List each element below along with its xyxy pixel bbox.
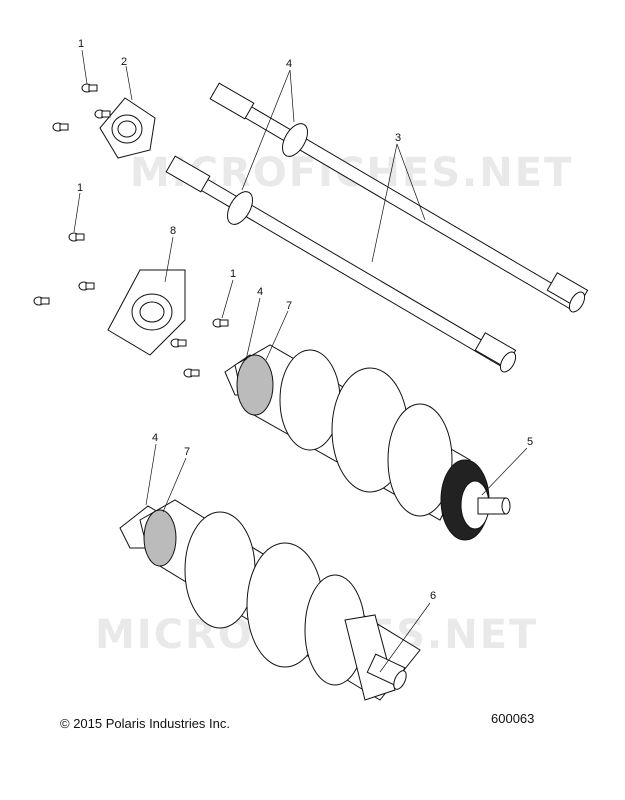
callout-7-top: 7 bbox=[286, 300, 293, 312]
leader-lines bbox=[73, 49, 528, 673]
callout-2: 2 bbox=[121, 56, 128, 68]
bolts-1-right bbox=[170, 318, 229, 378]
callout-7-bottom: 7 bbox=[184, 446, 191, 458]
flange-plate-8 bbox=[107, 269, 186, 356]
callout-4-bottom: 4 bbox=[152, 432, 159, 444]
callout-4-middle: 4 bbox=[257, 286, 264, 298]
diagram-number: 600063 bbox=[491, 711, 535, 726]
callout-1-middle: 1 bbox=[77, 182, 84, 194]
callout-1-right: 1 bbox=[230, 268, 237, 280]
callout-5: 5 bbox=[527, 436, 534, 448]
callout-1-top: 1 bbox=[78, 38, 85, 50]
callout-4-top: 4 bbox=[286, 58, 293, 70]
gear-assembly-lower bbox=[119, 499, 421, 701]
gear-assembly-upper bbox=[224, 344, 511, 541]
callout-3: 3 bbox=[395, 132, 402, 144]
callout-6: 6 bbox=[430, 590, 437, 602]
copyright-text: © 2015 Polaris Industries Inc. bbox=[60, 716, 230, 731]
flange-plate-2 bbox=[99, 97, 156, 159]
axle-shaft-lower bbox=[165, 155, 517, 373]
callout-8: 8 bbox=[170, 225, 177, 237]
bolts-1-middle bbox=[33, 232, 95, 306]
axle-shaft-upper bbox=[209, 82, 589, 313]
bolts-1-top bbox=[52, 83, 111, 132]
